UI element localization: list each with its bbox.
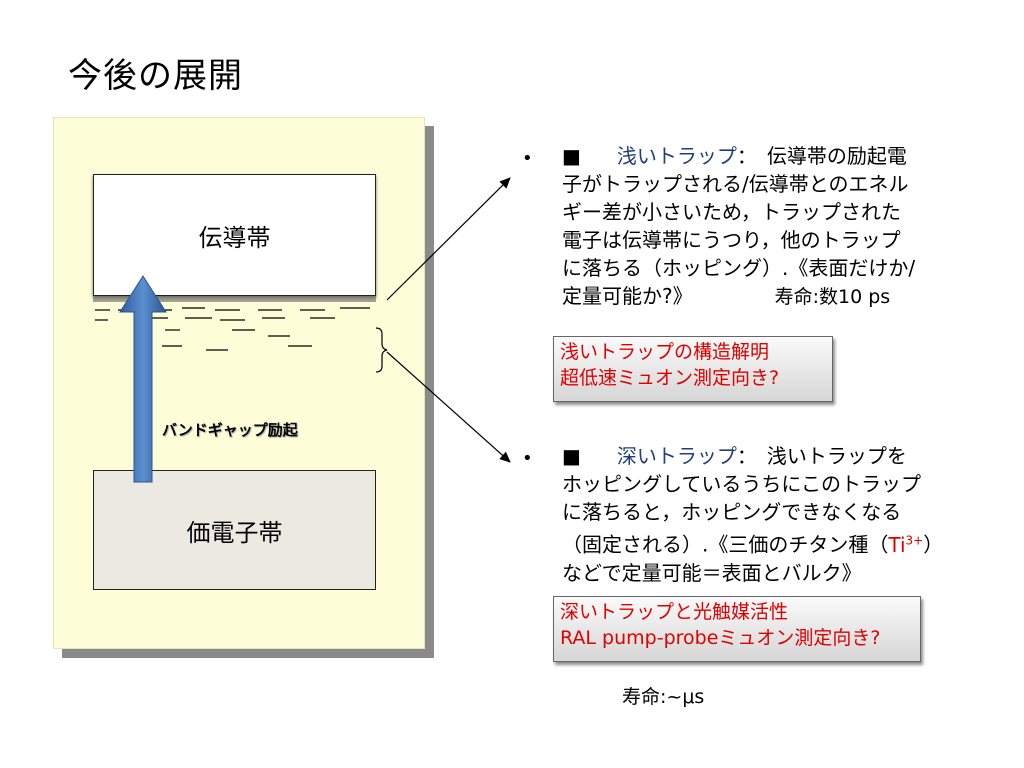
deep-lifetime: 寿命:~μs: [622, 686, 705, 708]
ti-species: Ti3+: [888, 533, 923, 557]
shallow-marker: ■: [562, 144, 581, 168]
arrow-to-shallow: [386, 177, 511, 301]
deep-trap-text: ■ 深いトラップ： 浅いトラップを ホッピングしているうちにこのトラップ に落ちると…: [562, 442, 982, 587]
trap-levels: [95, 307, 370, 351]
deep-sep: ：: [736, 444, 757, 468]
excitation-arrow: [119, 275, 167, 483]
arrow-to-deep: [386, 351, 511, 463]
callout-line: 深いトラップと光触媒活性: [560, 601, 789, 623]
shallow-trap-line-1: ■ 浅いトラップ： 伝導帯の励起電: [562, 142, 982, 170]
ti-symbol: Ti: [888, 532, 906, 557]
deep-line: （固定される）.《三価のチタン種（: [562, 532, 889, 557]
conduction-band-label: 伝導帯: [198, 223, 271, 252]
shallow-last-line: 定量可能か?》 寿命:数10 ps: [562, 282, 982, 311]
deep-trap-brace: [375, 327, 388, 373]
shallow-line: 子がトラップされる/伝導帯とのエネル: [562, 172, 909, 196]
bullet-dot: •: [522, 448, 533, 469]
shallow-line: 伝導帯の励起電: [766, 144, 907, 168]
deep-callout: 深いトラップと光触媒活性 RAL pump-probeミュオン測定向き?: [553, 596, 921, 662]
shallow-line: に落ちる（ホッピング）.《表面だけか/: [562, 256, 916, 280]
shallow-trap-text: ■ 浅いトラップ： 伝導帯の励起電 子がトラップされる/伝導帯とのエネル ギー差が小…: [562, 142, 982, 311]
valence-band-label: 価電子帯: [186, 518, 283, 547]
valence-band-box: 価電子帯: [93, 470, 376, 590]
callout-line: RAL pump-probeミュオン測定向き?: [560, 627, 881, 649]
shallow-trap-name: 浅いトラップ: [616, 144, 737, 168]
deep-line-ti: （固定される）.《三価のチタン種（Ti3+）: [562, 526, 982, 559]
shallow-lifetime: 寿命:数10 ps: [774, 286, 891, 308]
excitation-label: バンドギャップ励起: [162, 421, 298, 439]
page-title: 今後の展開: [68, 56, 243, 96]
conduction-band-box: 伝導帯: [93, 174, 376, 296]
shallow-line: 電子は伝導帯にうつり，他のトラップ: [562, 228, 901, 252]
deep-trap-line-1: ■ 深いトラップ： 浅いトラップを: [562, 442, 982, 470]
callout-line: 浅いトラップの構造解明: [560, 341, 770, 363]
deep-line: ホッピングしているうちにこのトラップ: [562, 472, 921, 496]
trap-band-shadow: [93, 296, 376, 302]
deep-line: に落ちると，ホッピングできなくなる: [562, 500, 902, 524]
deep-trap-name: 深いトラップ: [616, 444, 737, 468]
bullet-dot: •: [522, 148, 533, 169]
shallow-line: ギー差が小さいため，トラップされた: [562, 200, 901, 224]
shallow-sep: ：: [736, 144, 757, 168]
shallow-callout: 浅いトラップの構造解明 超低速ミュオン測定向き?: [553, 336, 833, 402]
deep-line: などで定量可能＝表面とバルク》: [562, 560, 862, 585]
ti-charge: 3+: [905, 533, 924, 547]
paren-close: ）: [923, 532, 944, 557]
deep-line: 浅いトラップを: [766, 444, 907, 468]
shallow-line: 定量可能か?》: [562, 284, 693, 308]
deep-marker: ■: [562, 444, 581, 468]
callout-line: 超低速ミュオン測定向き?: [560, 367, 780, 389]
